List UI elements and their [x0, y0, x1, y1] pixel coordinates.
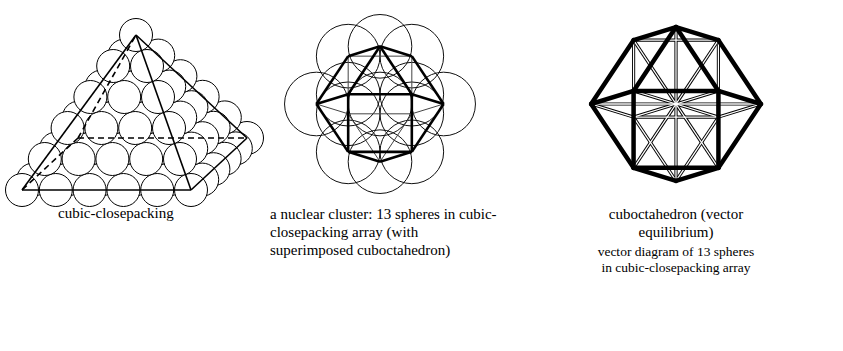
vector-line-core [634, 117, 676, 181]
vector-line [634, 117, 676, 181]
caption: vector diagram of 13 spheres in cubic-cl… [593, 244, 759, 276]
pyramid-edge [78, 35, 136, 138]
cuboctahedron-edge [634, 27, 676, 91]
vector-line-cores [591, 27, 761, 181]
vector-line-core [676, 40, 718, 104]
vector-line-core [676, 104, 718, 168]
sphere [130, 143, 163, 176]
vector-lines [591, 27, 761, 181]
caption-box: vector diagram of 13 spheres in cubic-cl… [593, 244, 759, 276]
vector-line [676, 40, 718, 104]
pyramid-edge [136, 35, 191, 190]
cuboctahedron-edge [348, 46, 380, 56]
vector-line [676, 104, 718, 168]
cuboctahedron-edge [348, 56, 412, 57]
cuboctahedron-edge [380, 46, 412, 94]
vector-line-core [634, 104, 676, 168]
sphere [348, 130, 412, 194]
cuboctahedron-edge [348, 152, 380, 162]
pyramid-edge [78, 137, 247, 139]
cuboctahedron-edge [716, 91, 721, 168]
cuboctahedron-edge [591, 40, 633, 104]
vector-line [634, 40, 676, 104]
cuboctahedron-edge [380, 46, 412, 56]
pyramid-edge [136, 35, 247, 138]
sphere-pyramid [6, 19, 264, 207]
caption: cubic-closepacking [58, 204, 248, 222]
cuboctahedron-edge [634, 166, 719, 171]
cuboctahedron-edge [718, 104, 760, 168]
cuboctahedron-edge [347, 94, 350, 152]
cuboctahedron-edge [348, 151, 412, 154]
vector-line [634, 104, 676, 168]
cuboctahedron-edge [634, 27, 676, 40]
cuboctahedron-edge [676, 27, 718, 91]
cuboctahedron-edge [348, 93, 412, 96]
sphere [108, 81, 141, 114]
vector-equilibrium [591, 27, 761, 181]
cuboctahedron-edge [348, 113, 412, 114]
vector-line-core [634, 116, 719, 117]
cuboctahedron-edge [348, 46, 380, 94]
vector-line-core [634, 104, 676, 117]
cuboctahedron-edge [676, 27, 718, 40]
cuboctahedron-edge [631, 91, 636, 168]
pyramid-edge [22, 138, 78, 190]
caption: a nuclear cluster: 13 spheres in cubic-c… [270, 205, 500, 259]
front-edges [591, 27, 761, 181]
cuboctahedron-edge [380, 114, 412, 162]
cuboctahedron-edge [412, 104, 444, 152]
cuboctahedron-edge [316, 56, 348, 104]
caption: cuboctahedron (vector equilibrium) [607, 205, 745, 241]
cuboctahedron-edge [591, 104, 633, 168]
vector-line [634, 104, 676, 117]
vector-line-core [634, 40, 676, 104]
cuboctahedron-edge [348, 114, 380, 162]
vector-line-core [634, 40, 719, 41]
cuboctahedron-edge [634, 89, 719, 94]
cuboctahedron-edge [411, 94, 414, 152]
sphere [119, 112, 152, 145]
sphere [348, 15, 412, 79]
cuboctahedron-edge [412, 56, 444, 104]
caption-box: a nuclear cluster: 13 spheres in cubic-c… [270, 205, 500, 259]
pyramid-edge [191, 138, 247, 190]
vector-line [676, 104, 718, 117]
caption-box: cuboctahedron (vector equilibrium) [607, 205, 745, 241]
cuboctahedron-edge [718, 40, 760, 104]
pyramid-edge [22, 189, 191, 191]
caption-box: cubic-closepacking [58, 204, 248, 222]
pyramid-edge [22, 35, 136, 190]
cuboctahedron-edge [316, 104, 348, 152]
cuboctahedron-edge [380, 152, 412, 162]
nuclear-cluster [285, 15, 476, 194]
vector-line-core [676, 104, 718, 117]
sphere [96, 143, 129, 176]
vector-line [676, 117, 718, 181]
vector-line-core [676, 117, 718, 181]
